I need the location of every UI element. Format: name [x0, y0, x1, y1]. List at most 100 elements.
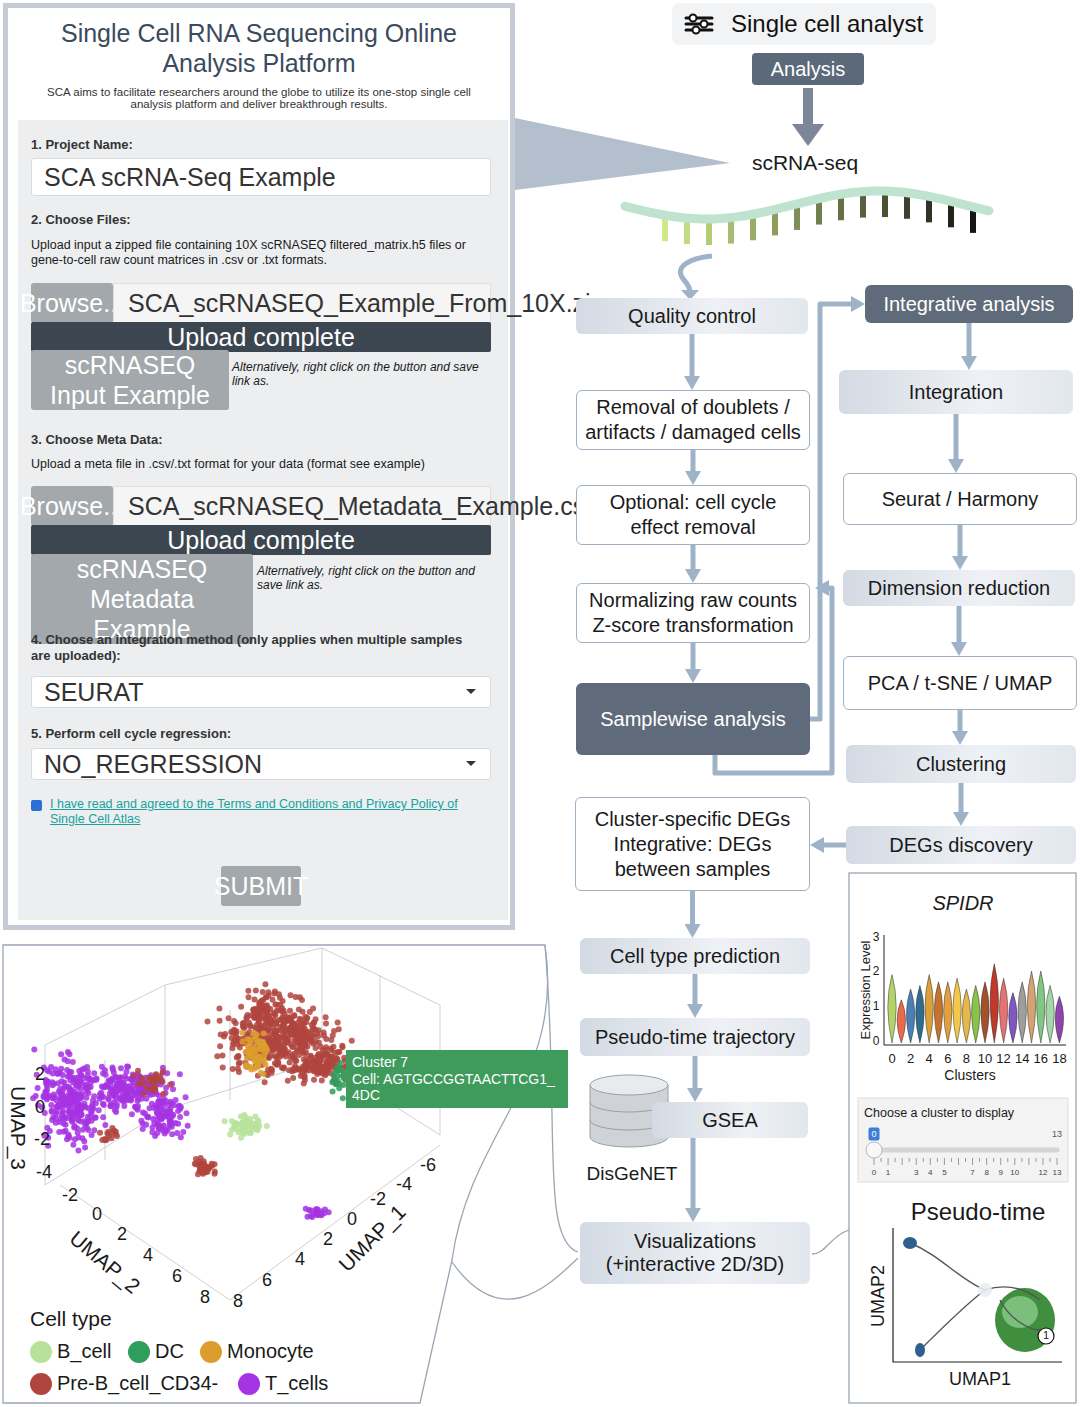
cell-point	[58, 1051, 64, 1057]
legend-swatch	[128, 1341, 150, 1363]
icon-dot	[693, 27, 700, 34]
dna-strand	[625, 191, 989, 245]
cell-point	[113, 1095, 119, 1101]
cell-point	[118, 1065, 124, 1071]
cell-point	[49, 1109, 55, 1115]
node-text: Normalizing raw counts Z-score transform…	[583, 588, 803, 638]
cell-point	[193, 1161, 199, 1167]
cell-point	[262, 1079, 268, 1085]
cell-point	[169, 1124, 175, 1130]
cell-point	[216, 1005, 222, 1011]
violin	[944, 982, 952, 1043]
axis-label: 0	[888, 1051, 895, 1067]
cell-point	[160, 1091, 166, 1097]
cell-point	[180, 1129, 186, 1135]
cell-point	[318, 1212, 324, 1218]
scatter-points	[30, 981, 356, 1220]
legend-item: Pre-B_cell_CD34-	[30, 1372, 218, 1395]
tick	[937, 1158, 938, 1162]
flow-arrow	[967, 323, 972, 356]
cell-point	[340, 1095, 346, 1101]
axis-label: -4	[36, 1162, 52, 1184]
process-box: SCA scRNA-Seq Example	[31, 158, 491, 196]
node-text: SCA scRNA-Seq Example	[44, 162, 336, 192]
text-label: Cell type	[30, 1306, 112, 1331]
cell-point	[291, 1012, 297, 1018]
cell-point	[260, 989, 266, 995]
cell-point	[264, 1002, 270, 1008]
cell-point	[275, 1035, 281, 1041]
cell-point	[272, 1053, 278, 1059]
node-text: SCA_scRNASEQ_Example_From_10X.zip	[128, 288, 605, 318]
cell-point	[102, 1122, 108, 1128]
cell-point	[300, 1034, 306, 1040]
cell-point	[309, 1022, 315, 1028]
cell-point	[229, 1127, 235, 1133]
process-box: PCA / t-SNE / UMAP	[843, 656, 1077, 710]
cell-point	[217, 1018, 223, 1024]
flow-arrow	[957, 606, 962, 642]
callout-wedge	[515, 118, 730, 190]
process-box: DEGs discovery	[846, 826, 1076, 864]
axis-label: UMAP_1	[333, 1199, 410, 1276]
logo-icon	[684, 12, 714, 36]
cell-point	[268, 1066, 274, 1072]
legend-swatch	[200, 1341, 222, 1363]
axis-label: 8	[963, 1051, 970, 1067]
cell-point	[53, 1120, 59, 1126]
cell-point	[335, 1049, 341, 1055]
node-text: Quality control	[628, 305, 756, 328]
cell-point	[45, 1143, 51, 1149]
cell-point	[63, 1084, 69, 1090]
process-box: Single cell analyst	[672, 3, 936, 45]
cell-point	[252, 1033, 258, 1039]
cell-point	[164, 1128, 170, 1134]
cell-point	[151, 1088, 157, 1094]
node-text: Integration	[909, 381, 1004, 404]
tooltip-pointer	[338, 1070, 346, 1082]
cell-point	[323, 1047, 329, 1053]
tick	[965, 1158, 966, 1162]
cell-point	[169, 1131, 175, 1137]
cell-point	[220, 1065, 226, 1071]
cell-point	[123, 1069, 129, 1075]
cell-point	[70, 1142, 76, 1148]
axis-label: SPIDR	[932, 891, 993, 915]
cell-point	[311, 1065, 317, 1071]
cell-point	[296, 1006, 302, 1012]
node-text: Single cell analyst	[731, 10, 923, 38]
process-box: Visualizations (+interactive 2D/3D)	[580, 1222, 810, 1284]
drawing-part	[903, 1237, 917, 1249]
cell-point	[330, 1089, 336, 1095]
cell-point	[149, 1129, 155, 1135]
cell-point	[73, 1109, 79, 1115]
drawing-part	[105, 975, 380, 1160]
process-box: Integration	[839, 370, 1073, 414]
cell-point	[70, 1114, 76, 1120]
tick	[944, 1158, 945, 1165]
cell-point	[129, 1111, 135, 1117]
cell-point	[91, 1093, 97, 1099]
cell-point	[244, 1012, 250, 1018]
cell-point	[252, 1015, 258, 1021]
tick	[888, 1158, 889, 1165]
violin	[1009, 993, 1017, 1043]
cell-point	[59, 1078, 65, 1084]
cell-point	[102, 1083, 108, 1089]
axis-label: 0	[868, 1128, 879, 1141]
strand	[625, 191, 989, 219]
drawing-part	[590, 1075, 668, 1095]
cell-point	[168, 1099, 174, 1105]
form-panel: Single Cell RNA Sequencing Online Analys…	[3, 3, 515, 930]
cell-point	[91, 1070, 97, 1076]
cell-point	[74, 1099, 80, 1105]
cell-point	[243, 1063, 249, 1069]
node-text: Upload complete	[167, 525, 355, 555]
axis-label: 1	[873, 999, 880, 1013]
axis-label: Choose a cluster to display	[864, 1106, 1014, 1121]
cell-point	[75, 1130, 81, 1136]
axis-label: 4	[143, 1245, 153, 1267]
cell-point	[316, 1027, 322, 1033]
cell-point	[257, 1045, 263, 1051]
cell-point	[222, 1118, 228, 1124]
